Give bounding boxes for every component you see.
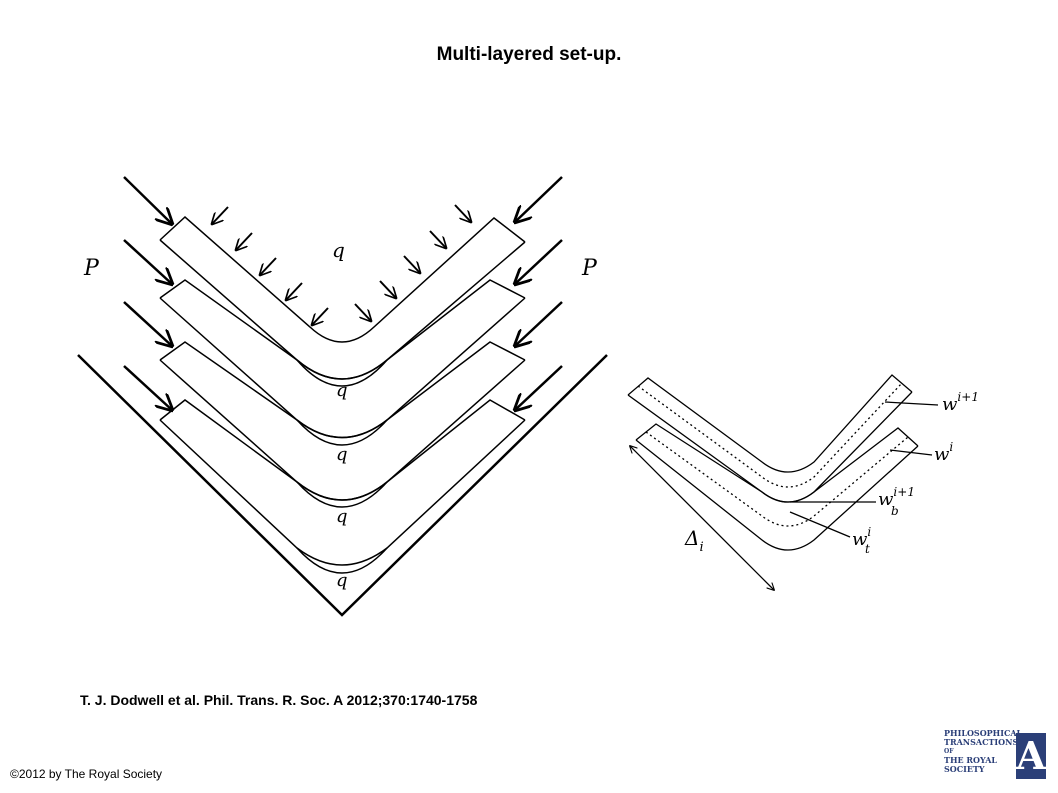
gap-lens-3 [296, 481, 388, 508]
pressure-arrow-r5 [354, 303, 371, 321]
load-arrow-left-3 [123, 301, 172, 346]
pressure-arrow-r2 [429, 230, 446, 248]
leader-wt [789, 511, 851, 538]
pressure-arrow-l4 [286, 282, 303, 300]
load-arrow-left-4 [123, 365, 172, 410]
gap-lens-2 [296, 419, 388, 446]
delta-arrow [630, 446, 774, 590]
figure-title: Multi-layered set-up. [436, 44, 622, 65]
citation: T. J. Dodwell et al. Phil. Trans. R. Soc… [80, 692, 478, 708]
layer-2-top [159, 279, 526, 380]
label-wt-sub: t [865, 542, 870, 556]
gap-lens-4 [296, 547, 388, 574]
label-w-i: wi [934, 440, 953, 465]
right-panel [627, 374, 939, 590]
gap-lens-1 [296, 359, 388, 387]
load-arrow-left-1 [123, 176, 172, 224]
upper-layer-midline [637, 382, 903, 488]
gap-label-2: q [336, 444, 348, 465]
mould [77, 354, 608, 617]
gap-label-1: q [336, 380, 348, 401]
label-wb: wi+1 [878, 485, 915, 510]
multilayer-diagram: P P q q q q q wi+1 wi wi+1 b wi t Δi [77, 176, 979, 617]
load-arrow-right-1 [515, 176, 563, 222]
leader-w-i [889, 449, 933, 456]
label-wb-sub: b [891, 504, 899, 518]
load-arrow-left-2 [123, 239, 172, 284]
pressure-arrow-l5 [312, 307, 329, 325]
pressure-arrow-r4 [379, 280, 396, 298]
upper-layer-top [627, 374, 913, 473]
pressure-arrow-l3 [260, 257, 277, 275]
load-arrow-right-3 [515, 301, 563, 346]
pressure-arrow-l1 [212, 206, 229, 224]
label-w-next: wi+1 [942, 390, 979, 415]
logo-wordmark: PHILOSOPHICAL TRANSACTIONS OF THE ROYAL … [944, 728, 1023, 774]
lower-layer-top [635, 423, 919, 503]
royal-society-logo[interactable]: PHILOSOPHICAL TRANSACTIONS OF THE ROYAL … [944, 729, 1048, 781]
label-delta: Δi [684, 526, 704, 555]
pressure-arrow-l2 [236, 232, 253, 250]
label-wt: wi [852, 525, 871, 550]
load-arrow-right-2 [515, 239, 563, 284]
load-label-right: P [581, 256, 598, 281]
upper-layer-bottom [627, 391, 913, 503]
pressure-arrow-r1 [454, 204, 471, 222]
lower-layer-midline [645, 431, 909, 527]
right-panel-labels: wi+1 wi wi+1 b wi t Δi [684, 390, 979, 556]
load-label-left: P [83, 256, 100, 281]
gap-label-4: q [336, 570, 348, 591]
layer-1-top [159, 215, 526, 343]
pressure-label: q [332, 238, 345, 262]
left-panel-labels: P P q q q q q [83, 238, 598, 591]
pressure-arrow-r3 [403, 255, 420, 273]
load-arrow-right-4 [515, 365, 563, 410]
logo-letter: A [1016, 733, 1046, 779]
copyright-notice: ©2012 by The Royal Society [10, 767, 163, 781]
left-panel [77, 176, 608, 617]
layer-4-bottom [159, 419, 526, 566]
gap-label-3: q [336, 506, 348, 527]
leader-w-next [884, 401, 939, 406]
